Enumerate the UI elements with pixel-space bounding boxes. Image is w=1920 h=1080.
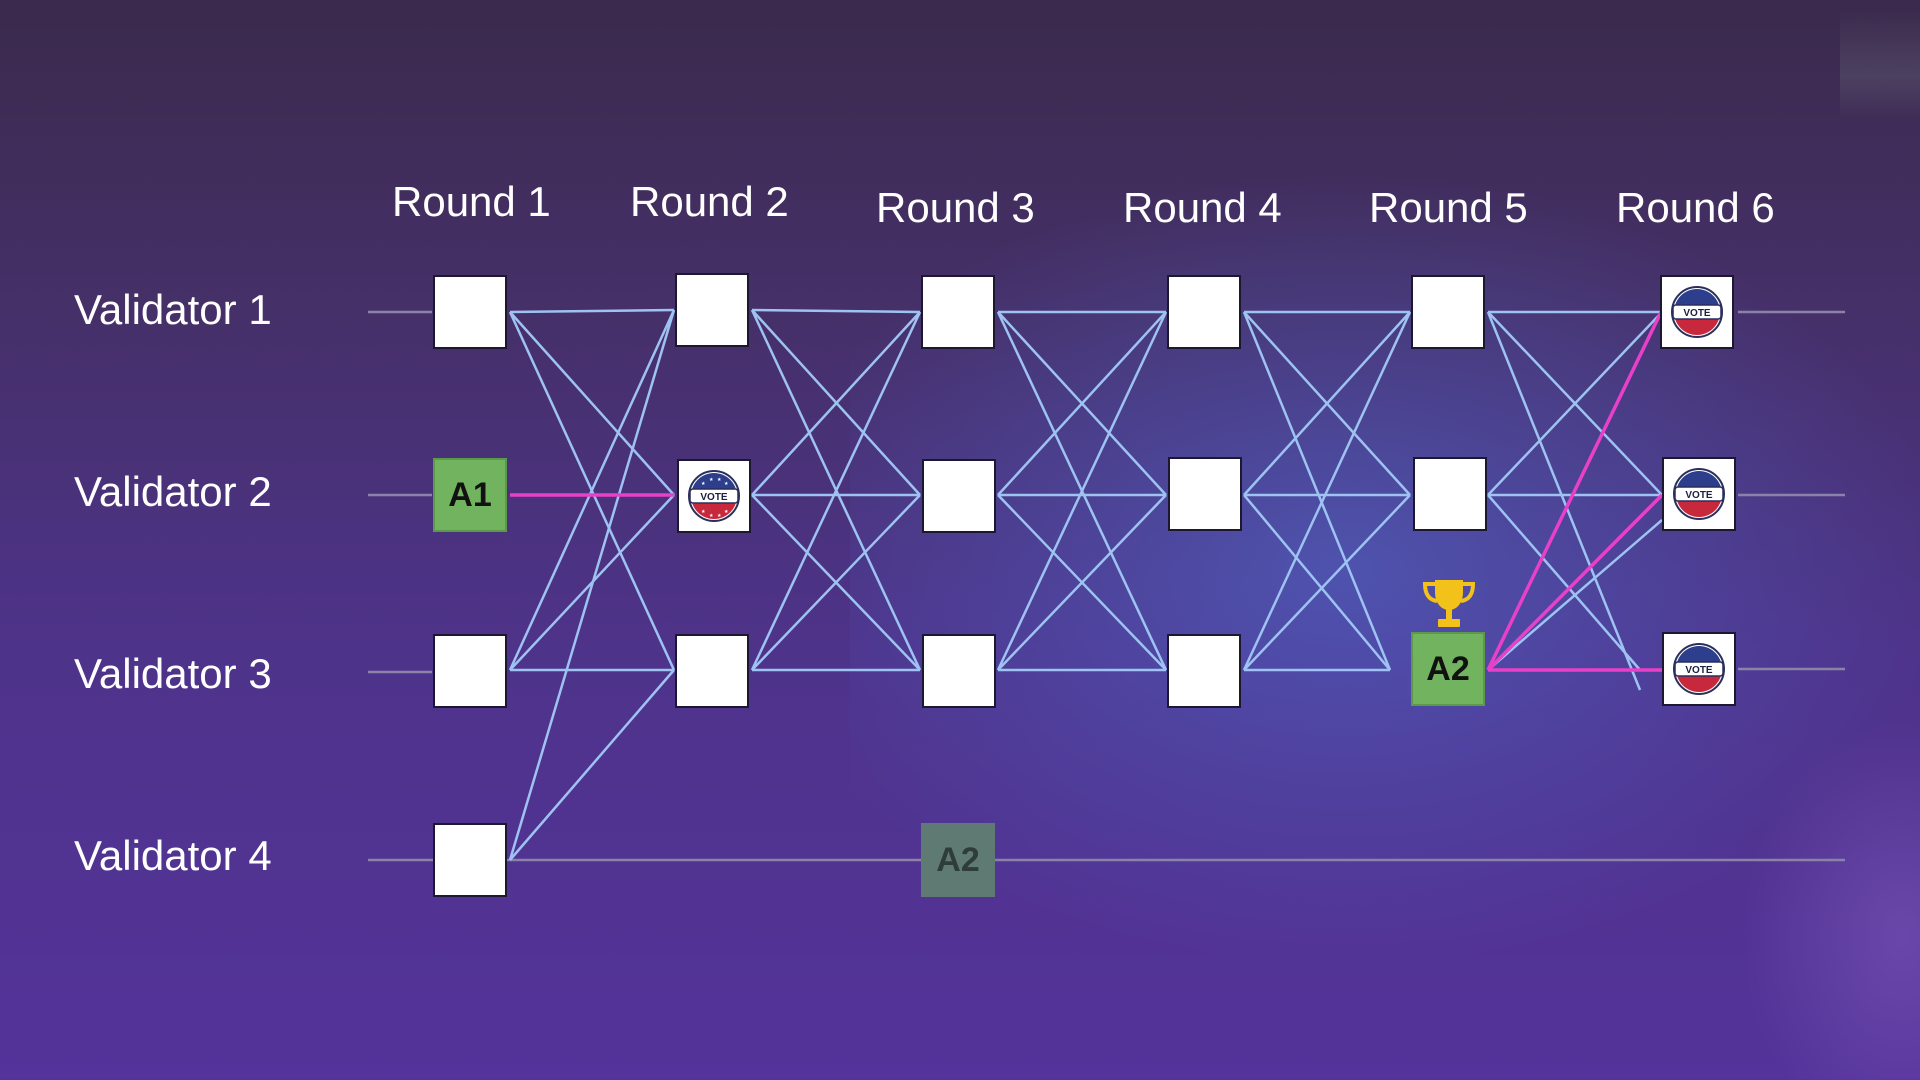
- block-r5-v1: [1411, 275, 1485, 349]
- vote-badge-icon: VOTE: [1671, 286, 1723, 338]
- validator-1-label: Validator 1: [74, 286, 272, 333]
- svg-text:★: ★: [717, 477, 722, 483]
- round-6-header: Round 6: [1616, 184, 1775, 231]
- round-4-header: Round 4: [1123, 184, 1282, 231]
- block-r1-v2-a1: A1: [433, 458, 507, 532]
- timelines: [368, 310, 1845, 862]
- round-1-header: Round 1: [392, 178, 551, 225]
- block-r5-v3-a2: A2: [1411, 632, 1485, 706]
- svg-text:★: ★: [709, 477, 714, 483]
- block-r1-v1: [433, 275, 507, 349]
- block-r6-v1-vote: VOTE: [1660, 275, 1734, 349]
- block-r3-v3: [922, 634, 996, 708]
- block-r2-v3: [675, 634, 749, 708]
- svg-text:VOTE: VOTE: [1685, 490, 1713, 501]
- corner-decoration: [1840, 10, 1920, 120]
- block-r3-v4-a2-late: A2: [921, 823, 995, 897]
- svg-text:★: ★: [701, 481, 706, 487]
- block-r5-v2: [1413, 457, 1487, 531]
- edge-decoration: [1740, 720, 1920, 1080]
- block-r4-v3: [1167, 634, 1241, 708]
- block-r2-v1: [675, 273, 749, 347]
- block-r3-v2: [922, 459, 996, 533]
- reference-edges: [508, 308, 1663, 861]
- block-r1-v3: [433, 634, 507, 708]
- validator-2-label: Validator 2: [74, 468, 272, 515]
- block-r3-v1: [921, 275, 995, 349]
- block-label-a2-late: A2: [936, 840, 980, 879]
- block-r6-v2-vote: VOTE: [1662, 457, 1736, 531]
- vote-badge-icon: VOTE: [1673, 643, 1725, 695]
- block-label-a1: A1: [448, 475, 492, 514]
- block-r2-v2-vote: VOTE ★★★★ ★★★★: [677, 459, 751, 533]
- vote-edges: [510, 309, 1664, 672]
- block-r6-v3-vote: VOTE: [1662, 632, 1736, 706]
- validator-3-label: Validator 3: [74, 650, 272, 697]
- vote-badge-icon: VOTE: [1673, 468, 1725, 520]
- svg-text:★: ★: [724, 509, 729, 515]
- block-r1-v4: [433, 823, 507, 897]
- round-5-header: Round 5: [1369, 184, 1528, 231]
- round-2-header: Round 2: [630, 178, 789, 225]
- round-3-header: Round 3: [876, 184, 1035, 231]
- block-r4-v2: [1168, 457, 1242, 531]
- trophy-icon: [1422, 580, 1476, 627]
- block-label-a2: A2: [1426, 649, 1470, 688]
- vote-badge-icon: VOTE ★★★★ ★★★★: [688, 470, 740, 522]
- validator-4-label: Validator 4: [74, 832, 272, 879]
- svg-text:★: ★: [709, 513, 714, 519]
- svg-text:★: ★: [724, 481, 729, 487]
- svg-text:VOTE: VOTE: [700, 492, 728, 503]
- svg-text:★: ★: [701, 509, 706, 515]
- block-r4-v1: [1167, 275, 1241, 349]
- svg-text:★: ★: [717, 513, 722, 519]
- svg-text:VOTE: VOTE: [1683, 308, 1711, 319]
- svg-text:VOTE: VOTE: [1685, 665, 1713, 676]
